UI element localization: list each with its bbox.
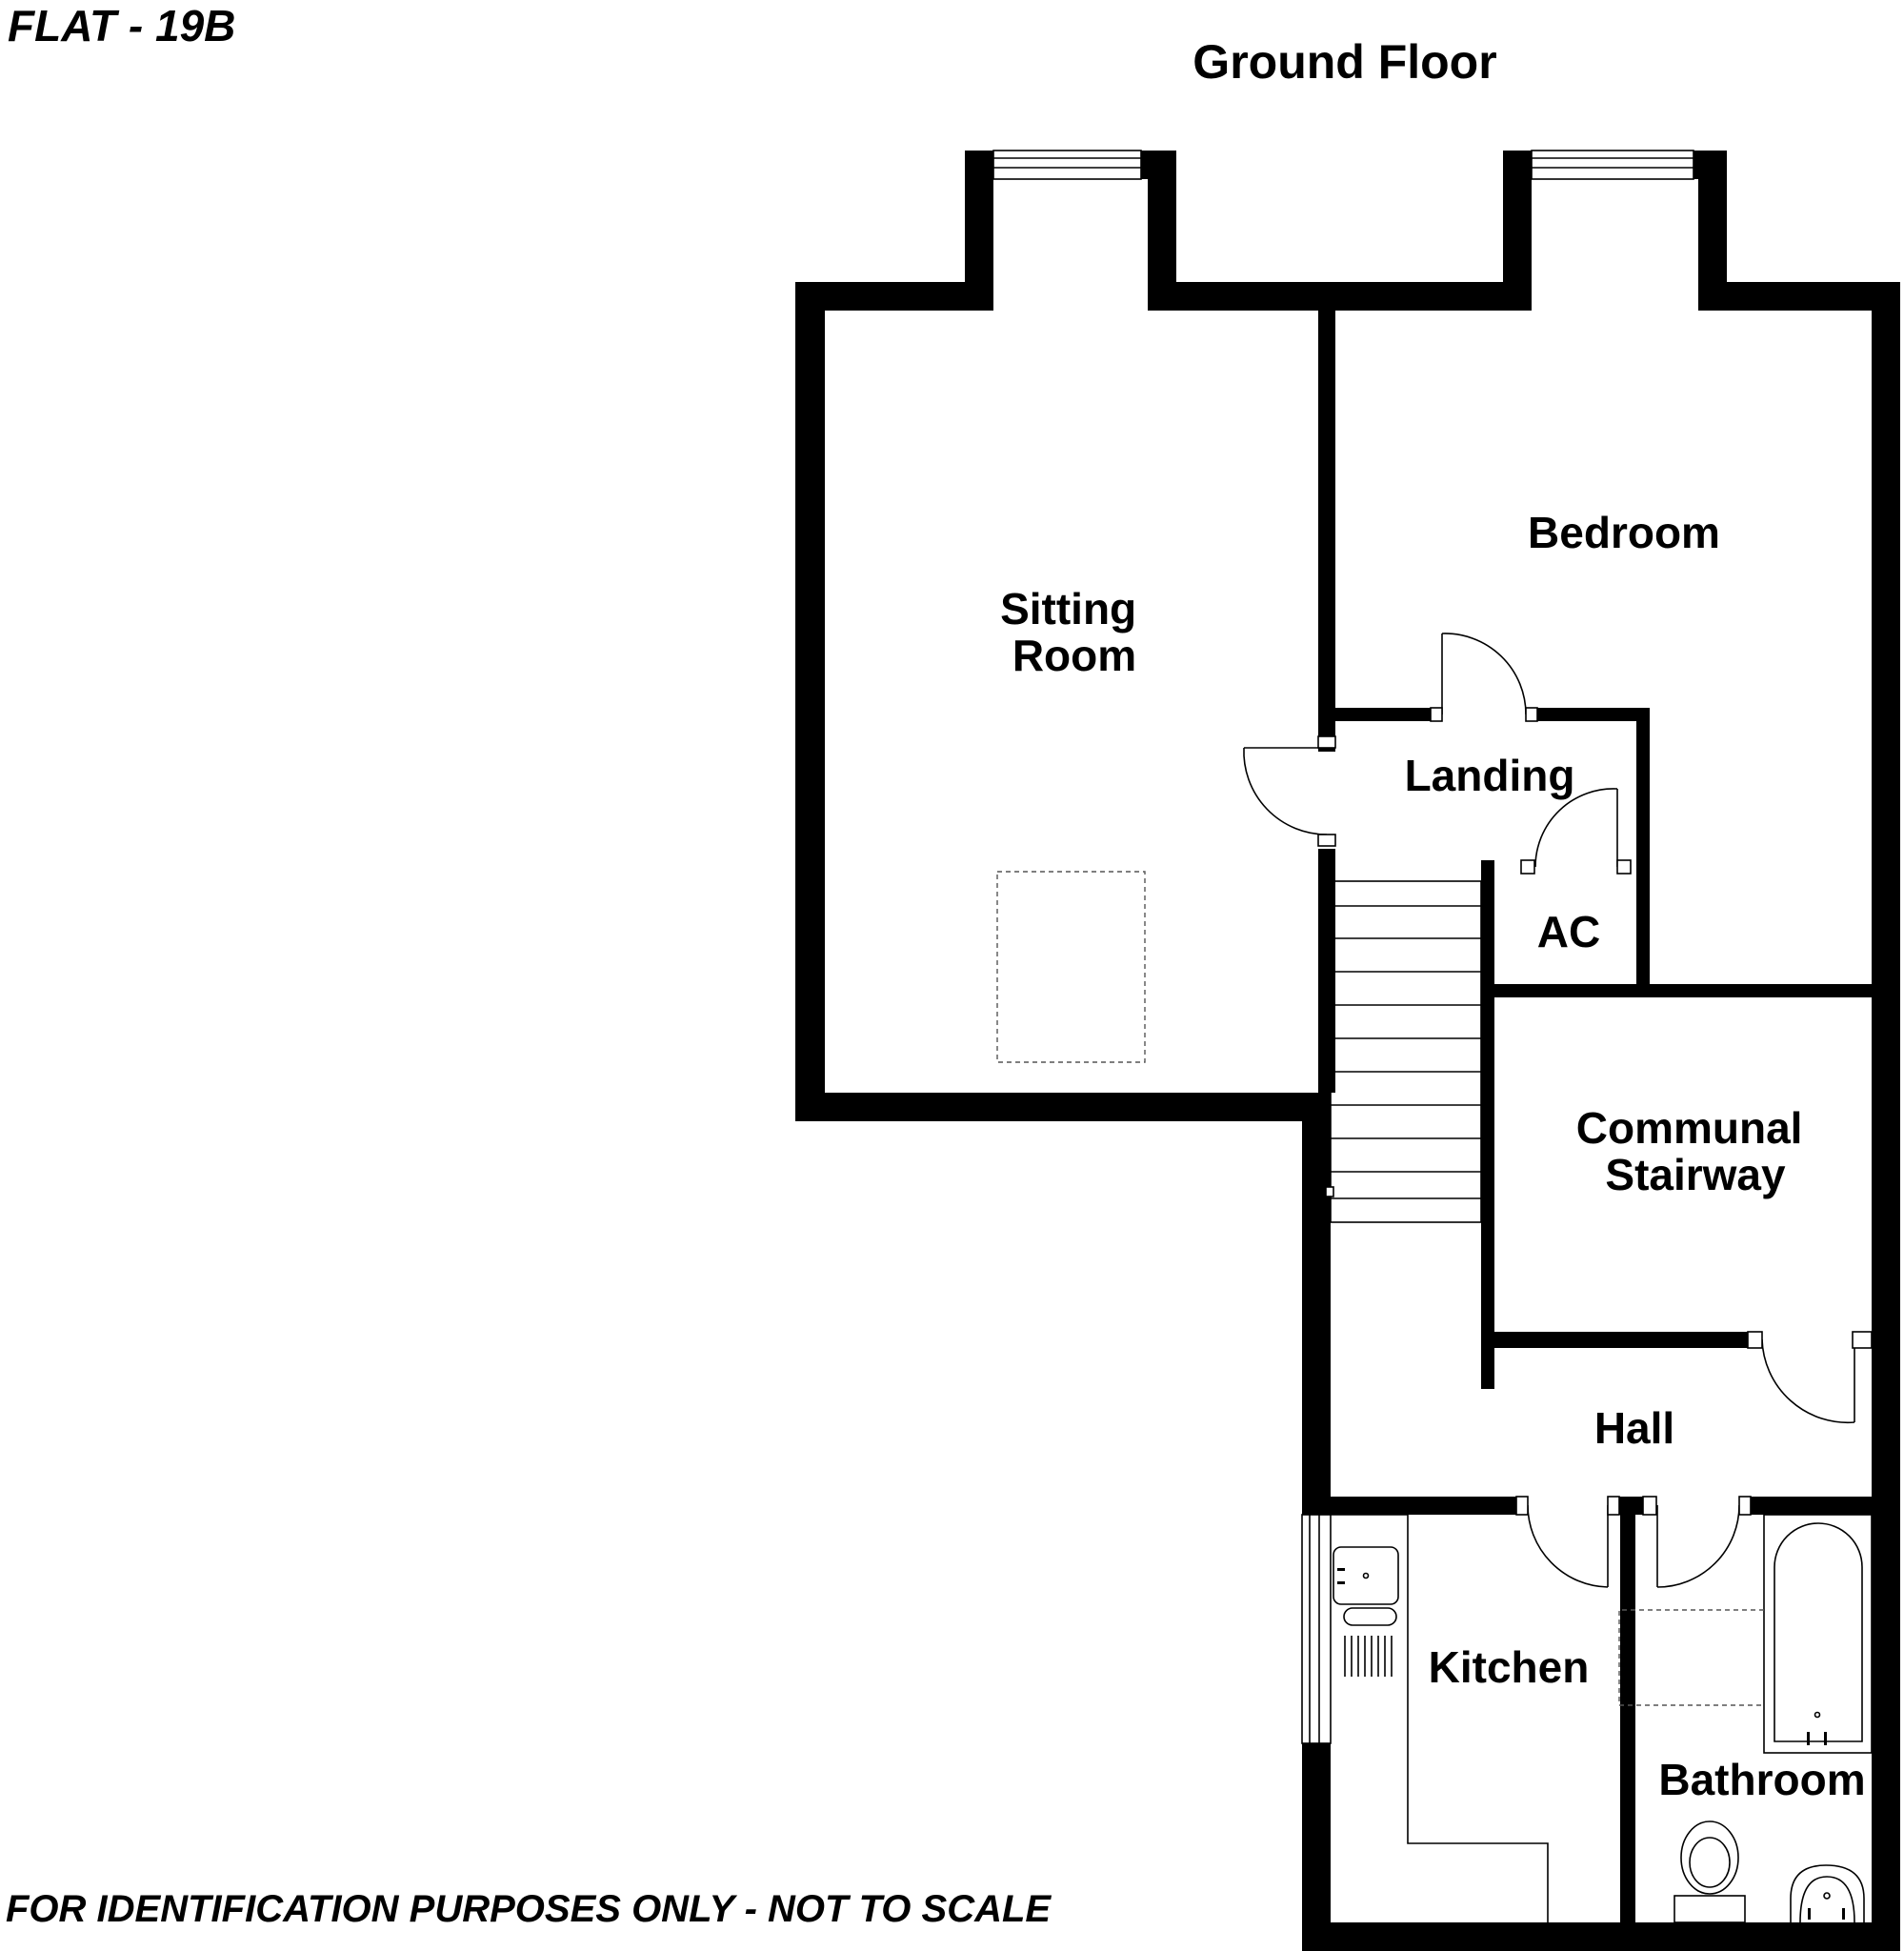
door-bathroom — [1642, 1496, 1752, 1588]
door-airing-cupboard — [1520, 788, 1632, 875]
kitchen-units — [1331, 1514, 1549, 1922]
wall-stairway-bottom — [1481, 1332, 1748, 1348]
toilet — [1674, 1820, 1746, 1923]
wall-kitchen-bathroom — [1620, 1497, 1635, 1922]
flat-title: FLAT - 19B — [8, 1, 235, 50]
door-sitting-room — [1243, 735, 1336, 847]
label-communal-stairway-line2: Stairway — [1605, 1150, 1786, 1199]
door-bedroom — [1430, 633, 1538, 722]
rug-outline — [996, 871, 1146, 1063]
wall-sitting-bedroom — [1318, 311, 1335, 752]
label-sitting-room-line1: Sitting — [1000, 584, 1136, 634]
bathroom-basin — [1790, 1864, 1865, 1923]
label-airing-cupboard: AC — [1537, 907, 1600, 956]
window-bedroom — [1531, 150, 1694, 180]
kitchen-sink — [1333, 1546, 1399, 1605]
window-kitchen — [1301, 1514, 1332, 1744]
shower-screen — [1618, 1609, 1764, 1706]
wall-landing-top-left — [1318, 708, 1431, 721]
wall-landing-top-right — [1537, 708, 1650, 721]
wall-hall-bottom-left — [1331, 1497, 1516, 1515]
wall-landing-bedroom — [1636, 708, 1650, 984]
label-communal-stairway-line1: Communal — [1576, 1103, 1803, 1153]
label-bathroom: Bathroom — [1658, 1755, 1865, 1804]
wall-sitting-stairs — [1318, 849, 1335, 1093]
label-hall: Hall — [1594, 1403, 1674, 1453]
wall-ac-left — [1481, 860, 1494, 1389]
label-sitting-room-line2: Room — [1012, 631, 1136, 680]
internal-staircase — [1325, 880, 1482, 1223]
label-sitting-room: Sitting Room — [1000, 584, 1149, 680]
external-walls — [795, 151, 1900, 1951]
window-sitting-room — [992, 150, 1142, 180]
disclaimer-text: FOR IDENTIFICATION PURPOSES ONLY - NOT T… — [6, 1888, 1052, 1930]
kitchen-hob — [1344, 1636, 1393, 1677]
label-kitchen: Kitchen — [1429, 1642, 1590, 1692]
label-bedroom: Bedroom — [1528, 508, 1720, 557]
label-communal-stairway: Communal Stairway — [1576, 1103, 1814, 1199]
door-kitchen — [1515, 1496, 1620, 1588]
door-communal-stairway — [1747, 1331, 1873, 1424]
label-landing: Landing — [1405, 751, 1575, 800]
wall-ac-bottom — [1481, 984, 1872, 997]
wall-hall-bottom-right — [1751, 1497, 1872, 1515]
floor-title: Ground Floor — [1193, 35, 1496, 89]
bath — [1763, 1514, 1873, 1754]
kitchen-drainer — [1343, 1607, 1397, 1626]
